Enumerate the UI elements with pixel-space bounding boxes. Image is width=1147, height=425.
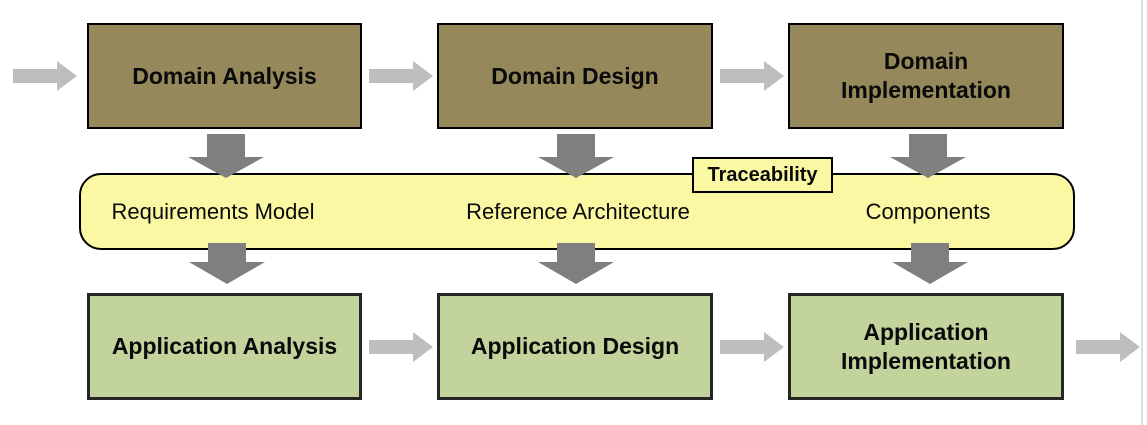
domain-implementation-box: Domain Implementation — [788, 23, 1064, 129]
arrow-stem — [207, 134, 245, 157]
application-implementation-box: Application Implementation — [788, 293, 1064, 400]
arrow-stem — [720, 69, 764, 83]
reference-architecture-label: Reference Architecture — [466, 199, 690, 224]
arrow-stem — [911, 243, 949, 262]
arrow-stem — [720, 340, 764, 354]
traceability-tag: Traceability — [692, 157, 833, 193]
domain-design-box: Domain Design — [437, 23, 713, 129]
requirements-model-label: Requirements Model — [111, 199, 315, 224]
arrow-head — [764, 61, 784, 91]
flow-right-arrow-icon — [1076, 332, 1140, 362]
arrow-head — [413, 61, 433, 91]
arrow-head — [57, 61, 77, 91]
arrow-head — [538, 157, 614, 178]
application-design-box: Application Design — [437, 293, 713, 400]
arrow-stem — [909, 134, 947, 157]
flow-right-arrow-icon — [720, 332, 784, 362]
arrow-stem — [557, 243, 595, 262]
page-edge-line — [1141, 0, 1143, 425]
application-analysis-box: Application Analysis — [87, 293, 362, 400]
arrow-stem — [208, 243, 246, 262]
arrow-head — [413, 332, 433, 362]
arrow-stem — [369, 340, 413, 354]
flow-right-arrow-icon — [13, 61, 77, 91]
flow-right-arrow-icon — [369, 61, 433, 91]
arrow-head — [189, 262, 265, 284]
arrow-head — [1120, 332, 1140, 362]
arrow-head — [890, 157, 966, 178]
arrow-stem — [1076, 340, 1120, 354]
arrow-head — [538, 262, 614, 284]
domain-analysis-box: Domain Analysis — [87, 23, 362, 129]
arrow-stem — [13, 69, 57, 83]
flow-right-arrow-icon — [369, 332, 433, 362]
components-label: Components — [865, 199, 991, 224]
arrow-head — [188, 157, 264, 178]
arrow-head — [892, 262, 968, 284]
arrow-head — [764, 332, 784, 362]
flow-right-arrow-icon — [720, 61, 784, 91]
arrow-stem — [557, 134, 595, 157]
arrow-stem — [369, 69, 413, 83]
